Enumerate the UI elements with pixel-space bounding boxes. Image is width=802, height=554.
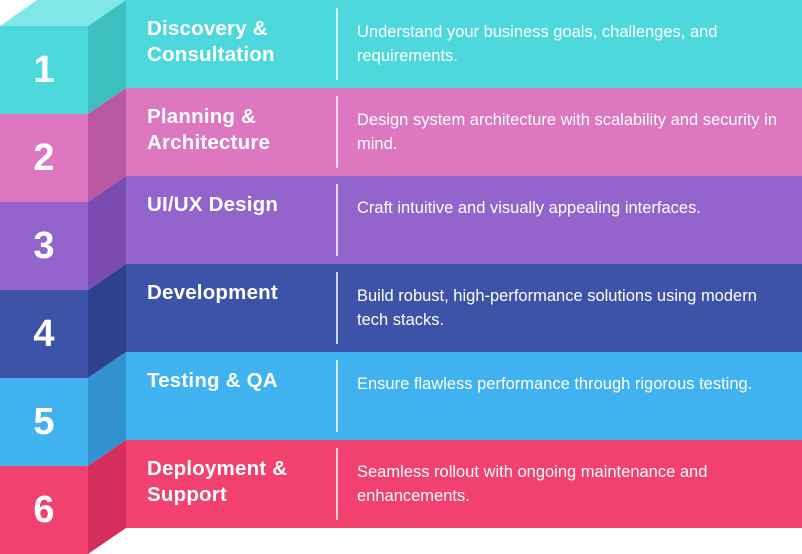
step-row: Deployment & Support Seamless rollout wi… xyxy=(126,440,802,528)
block-front-face xyxy=(0,466,88,554)
block-front-face xyxy=(0,114,88,202)
step-band xyxy=(126,0,802,88)
step-band xyxy=(126,440,802,528)
divider xyxy=(336,96,338,168)
step-band xyxy=(126,88,802,176)
step-title: UI/UX Design xyxy=(147,193,279,216)
step-band xyxy=(126,352,802,440)
step-number: 5 xyxy=(33,400,55,443)
step-description: Seamless rollout with ongoing maintenanc… xyxy=(357,463,708,505)
step-description: Ensure flawless performance through rigo… xyxy=(357,375,753,393)
step-number: 3 xyxy=(33,224,55,267)
divider xyxy=(336,360,338,432)
step-row: Discovery & Consultation Understand your… xyxy=(126,0,802,88)
block-side-face xyxy=(88,352,126,466)
step-description: Craft intuitive and visually appealing i… xyxy=(357,199,701,217)
step-band xyxy=(126,176,802,264)
block-side-face xyxy=(88,264,126,378)
step-band xyxy=(126,264,802,352)
step-row: Planning & Architecture Design system ar… xyxy=(126,88,802,176)
step-description: Understand your business goals, challeng… xyxy=(357,23,718,65)
divider xyxy=(336,448,338,520)
step-title: Development xyxy=(147,281,278,304)
step-title: Planning & Architecture xyxy=(147,105,271,154)
block-front-face xyxy=(0,202,88,290)
step-number: 4 xyxy=(33,312,55,355)
block-side-face xyxy=(88,88,126,202)
divider xyxy=(336,272,338,344)
step-description: Design system architecture with scalabil… xyxy=(357,111,778,153)
step-description: Build robust, high-performance solutions… xyxy=(357,287,757,329)
step-row: Development Build robust, high-performan… xyxy=(126,264,802,352)
divider xyxy=(336,8,338,80)
block-top-face xyxy=(0,0,126,26)
block-front-face xyxy=(0,26,88,114)
step-title: Deployment & Support xyxy=(147,457,288,506)
step-number: 1 xyxy=(33,48,55,91)
block-front-face xyxy=(0,378,88,466)
block-front-face xyxy=(0,290,88,378)
block-side-face xyxy=(88,440,126,554)
divider xyxy=(336,184,338,256)
step-number: 6 xyxy=(33,488,55,531)
step-title: Discovery & Consultation xyxy=(147,17,275,66)
step-title: Testing & QA xyxy=(147,369,278,392)
block-side-face xyxy=(88,176,126,290)
step-number: 2 xyxy=(33,136,55,179)
step-row: UI/UX Design Craft intuitive and visuall… xyxy=(126,176,802,264)
block-side-face xyxy=(88,0,126,114)
step-row: Testing & QA Ensure flawless performance… xyxy=(126,352,802,440)
